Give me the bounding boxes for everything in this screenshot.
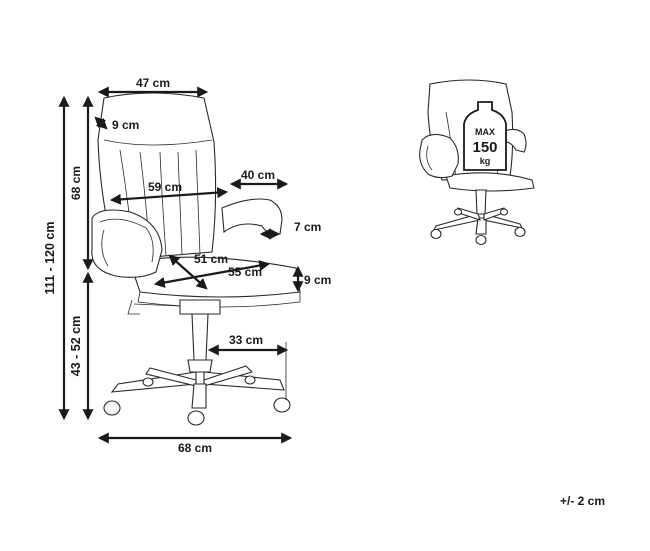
seat-depth-label: 51 cm xyxy=(194,252,228,266)
dimension-labels: 47 cm 9 cm 111 - 120 cm 68 cm 43 - 52 cm… xyxy=(43,76,331,455)
max-load-label: MAX xyxy=(475,127,495,137)
backrest-thickness-label: 9 cm xyxy=(112,118,139,132)
backrest-width-line xyxy=(109,187,229,205)
seat-thickness-label: 9 cm xyxy=(304,273,331,287)
tolerance-note: +/- 2 cm xyxy=(560,494,606,508)
seat-width-top-label: 47 cm xyxy=(136,76,170,90)
backrest-thickness-line xyxy=(94,116,108,130)
armrest-width-label: 7 cm xyxy=(294,220,321,234)
weight-icon xyxy=(463,101,507,171)
seat-width-label: 55 cm xyxy=(228,265,262,279)
seat-width-line xyxy=(153,260,271,288)
total-height-label: 111 - 120 cm xyxy=(43,222,57,295)
armrest-length-label: 40 cm xyxy=(241,168,275,182)
seat-height-label: 43 - 52 cm xyxy=(69,316,83,376)
dimension-lines xyxy=(58,86,304,444)
base-width-label: 68 cm xyxy=(178,441,212,455)
backrest-width-label: 59 cm xyxy=(148,180,182,194)
max-load-value: 150 xyxy=(472,139,497,156)
max-load-badge: MAX 150 kg xyxy=(463,101,507,171)
base-radius-label: 33 cm xyxy=(229,333,263,347)
max-load-unit: kg xyxy=(480,156,491,166)
backrest-height-label: 68 cm xyxy=(69,166,83,200)
